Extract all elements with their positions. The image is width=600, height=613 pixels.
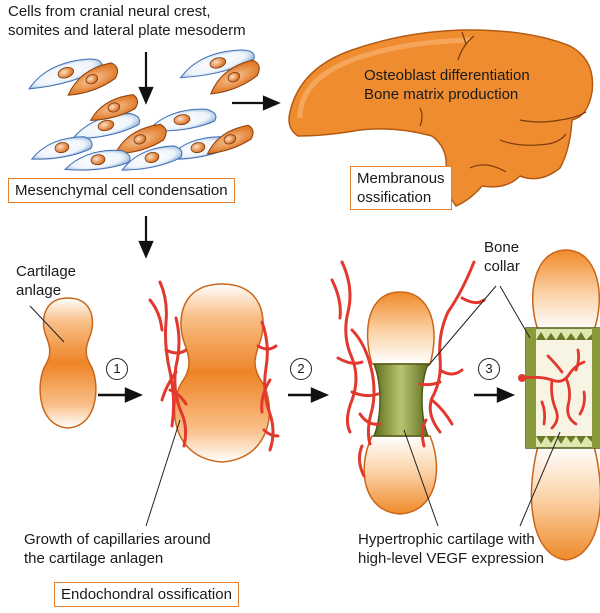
osteoblast-label: Osteoblast differentiation Bone matrix p… bbox=[364, 67, 530, 103]
arrow-right-membranous bbox=[232, 95, 281, 111]
step-arrow-2 bbox=[288, 387, 330, 403]
membranous-ossification-box: Membranous ossification bbox=[350, 166, 452, 210]
step-number-3: 3 bbox=[478, 358, 500, 380]
bone-collar-label: Bone collar bbox=[484, 239, 520, 275]
anlage-with-capillaries bbox=[148, 280, 280, 463]
arrow-down-1 bbox=[138, 52, 154, 105]
cartilage-anlage bbox=[39, 297, 97, 429]
ossification-center-stage bbox=[518, 249, 600, 561]
capillary-pointer-line bbox=[145, 419, 181, 527]
arrow-down-2 bbox=[138, 216, 154, 259]
step-number-1: 1 bbox=[106, 358, 128, 380]
hypertrophic-pointer-line bbox=[403, 429, 439, 527]
cartilage-anlage-label: Cartilage anlage bbox=[16, 263, 77, 299]
step-arrow-3 bbox=[474, 387, 516, 403]
hypertrophic-label: Hypertrophic cartilage with high-level V… bbox=[358, 531, 544, 567]
endochondral-ossification-box: Endochondral ossification bbox=[54, 582, 239, 607]
source-cells-label: Cells from cranial neural crest, somites… bbox=[8, 3, 246, 39]
anlage-pointer-line bbox=[29, 305, 65, 343]
hypertrophic-stage bbox=[330, 260, 486, 515]
membranous-bone bbox=[288, 29, 594, 207]
capillaries-label: Growth of capillaries around the cartila… bbox=[24, 531, 211, 567]
step-arrow-1 bbox=[98, 387, 144, 403]
mesenchymal-cells bbox=[27, 49, 260, 171]
condensation-box: Mesenchymal cell condensation bbox=[8, 178, 235, 203]
bone-collar-pointer-2 bbox=[499, 285, 531, 339]
step-number-2: 2 bbox=[290, 358, 312, 380]
ossification-pointer-line bbox=[519, 431, 561, 527]
bone-collar-pointer-1 bbox=[427, 285, 497, 367]
